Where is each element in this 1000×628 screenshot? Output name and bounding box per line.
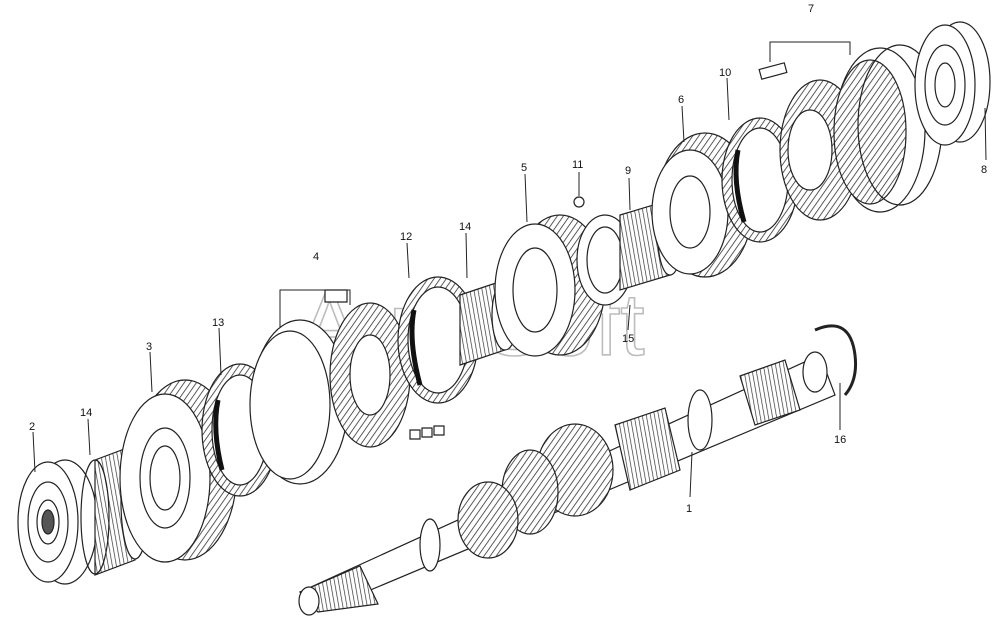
leader-line-12 xyxy=(406,242,410,279)
upper-shaft-parts xyxy=(18,22,990,584)
callout-13: 13 xyxy=(212,317,224,329)
callout-1: 1 xyxy=(686,503,692,515)
leader-line-1 xyxy=(689,451,693,498)
leader-line-5 xyxy=(524,173,528,223)
synchro-ring-part-12 xyxy=(398,277,478,403)
callout-15: 15 xyxy=(622,333,634,345)
leader-lines xyxy=(32,41,987,498)
leader-line-3 xyxy=(149,351,153,393)
callout-11: 11 xyxy=(572,159,583,171)
mainshaft-part-1 xyxy=(299,352,835,615)
callout-12: 12 xyxy=(400,231,412,243)
leader-line-2 xyxy=(32,431,36,473)
callout-16: 16 xyxy=(834,434,846,446)
callout-14-middle: 14 xyxy=(459,221,471,233)
synchronizer-part-4 xyxy=(250,290,444,484)
ball-part-11 xyxy=(573,196,585,208)
leader-line-10 xyxy=(726,77,730,121)
callout-14-left: 14 xyxy=(80,407,92,419)
leader-line-4 xyxy=(279,289,351,328)
synchronizer-part-7 xyxy=(759,45,942,220)
leader-line-6 xyxy=(681,105,685,143)
snap-ring-part-16 xyxy=(814,324,857,396)
leader-line-14a xyxy=(87,418,91,456)
callout-9: 9 xyxy=(625,165,631,177)
callout-7: 7 xyxy=(808,3,814,15)
leader-line-7 xyxy=(769,41,851,62)
callout-labels: 1 2 3 4 5 6 7 8 9 10 11 12 13 14 14 15 1… xyxy=(29,3,987,515)
leader-line-15 xyxy=(627,304,631,331)
callout-4: 4 xyxy=(313,251,319,263)
callout-5: 5 xyxy=(521,162,527,174)
leader-line-14b xyxy=(465,232,468,279)
callout-6: 6 xyxy=(678,94,684,106)
leader-line-13 xyxy=(218,327,222,376)
gear-part-3 xyxy=(120,380,237,562)
callout-3: 3 xyxy=(146,341,152,353)
leader-line-8 xyxy=(984,107,987,161)
washer-part-15 xyxy=(577,215,633,305)
leader-line-9 xyxy=(628,177,631,211)
callout-2: 2 xyxy=(29,421,35,433)
gear-part-5 xyxy=(495,215,605,356)
synchro-ring-part-10 xyxy=(722,118,798,242)
callout-8: 8 xyxy=(981,164,987,176)
bearing-part-8 xyxy=(915,22,990,145)
callout-10: 10 xyxy=(719,67,731,79)
